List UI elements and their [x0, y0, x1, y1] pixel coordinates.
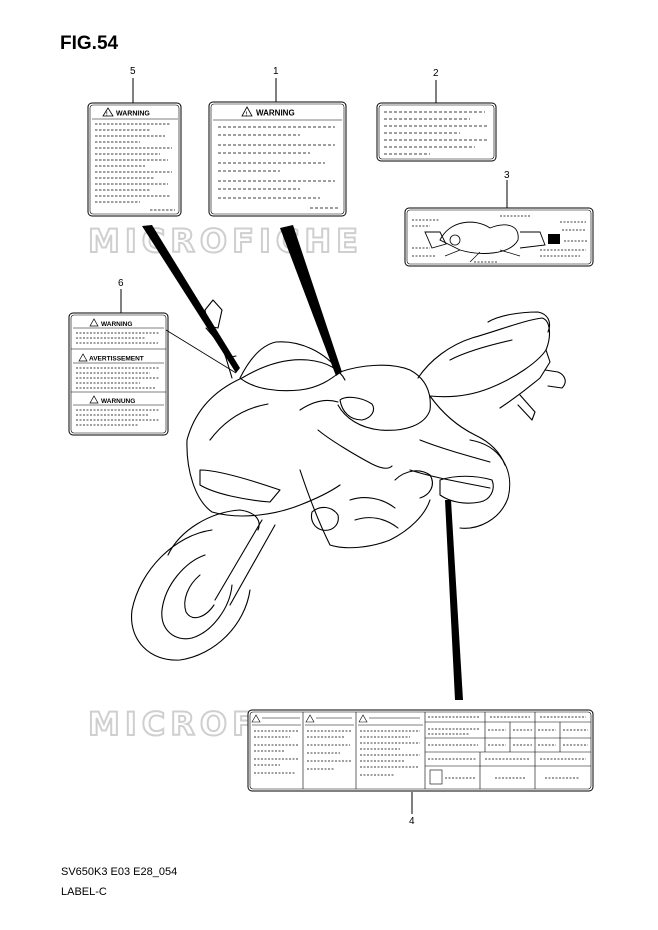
figure-title: FIG.54: [60, 33, 119, 54]
callout-3: 3: [504, 170, 510, 181]
label-2: [376, 102, 497, 162]
label-6-warning: WARNING: [101, 321, 132, 328]
label-6-avertissement: AVERTISSEMENT: [89, 356, 144, 363]
warning-triangle-icon: [305, 714, 315, 723]
warning-triangle-icon: [251, 714, 261, 723]
pointer-5: [142, 225, 240, 373]
label-3: [404, 207, 594, 267]
label-5-warning: WARNING: [116, 111, 150, 118]
callout-2: 2: [433, 68, 439, 79]
pointer-4: [445, 500, 463, 700]
label-6: WARNING AVERTISSEMENT WARNUNG: [68, 312, 169, 436]
warning-triangle-icon: [89, 318, 99, 327]
label-1: ! WARNING: [208, 101, 347, 217]
label-5: ! WARNING: [87, 102, 182, 217]
pointer-1: [280, 225, 342, 376]
figure-code: SV650K3 E03 E28_054: [61, 866, 178, 878]
callout-1: 1: [273, 66, 279, 77]
callout-6: 6: [118, 278, 124, 289]
label-4: [247, 709, 594, 792]
svg-text:!: !: [246, 112, 248, 118]
label-1-warning: WARNING: [256, 109, 295, 118]
warning-triangle-icon: [102, 107, 114, 117]
figure-subtitle: LABEL-C: [61, 886, 107, 898]
callout-5: 5: [130, 66, 136, 77]
warning-triangle-icon: [358, 714, 368, 723]
svg-text:!: !: [106, 112, 108, 118]
warning-triangle-icon: [241, 106, 253, 117]
watermark-top: MICROFICHE: [88, 222, 363, 260]
label-6-warnung: WARNUNG: [101, 398, 135, 405]
callout-4: 4: [409, 816, 415, 827]
motorcycle-drawing: [131, 299, 566, 661]
warning-triangle-icon: [89, 395, 99, 404]
warning-triangle-icon: [78, 353, 88, 362]
